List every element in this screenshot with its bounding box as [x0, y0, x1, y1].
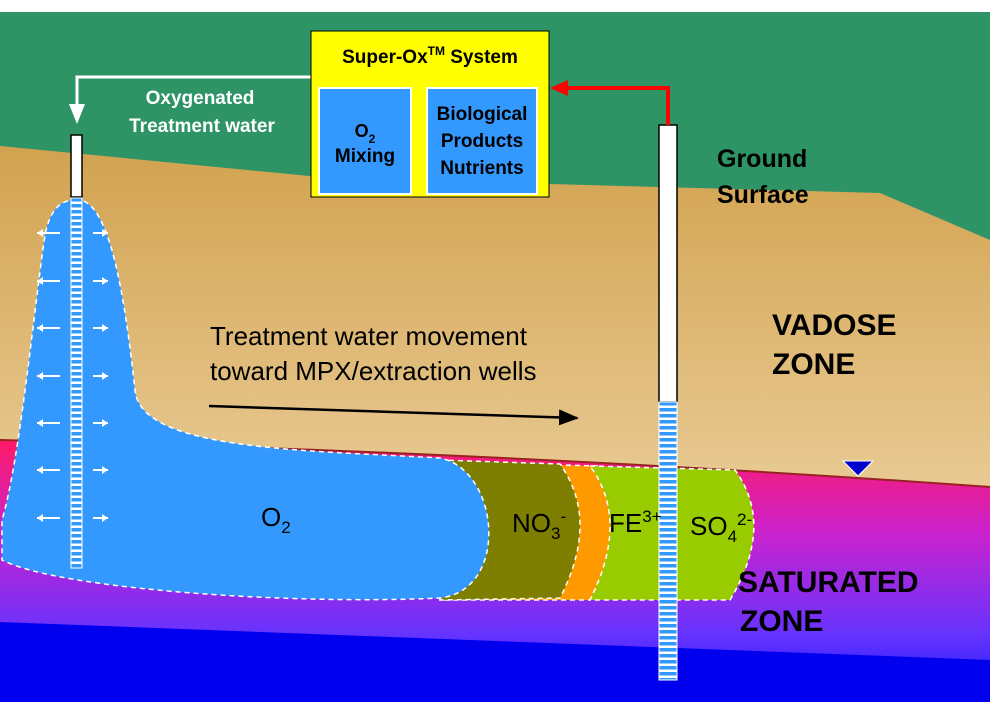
oxygenated-label-1: Oxygenated: [146, 88, 255, 109]
no3-zone-label: NO3-: [512, 507, 566, 543]
dispersion-arrow-head: [37, 277, 43, 285]
ground-surface-label-1: Ground: [717, 145, 807, 173]
oxygen-plume: [1, 199, 490, 601]
nutrients-line1: Biological: [437, 104, 528, 125]
ground-surface-label-2: Surface: [717, 181, 809, 209]
saturated-zone-label-2: ZONE: [740, 605, 823, 638]
feed-arrowhead: [550, 80, 568, 96]
nutrients-box: [426, 87, 538, 195]
oxygenated-label-2: Treatment water: [129, 116, 275, 137]
dispersion-arrow-head: [37, 514, 43, 522]
dispersion-arrow-head: [102, 466, 108, 474]
deep-aquifer: [0, 622, 990, 702]
vadose-zone-label-2: ZONE: [772, 348, 855, 381]
saturated-zone-label-1: SATURATED: [738, 566, 919, 599]
injection-well-screen: [70, 197, 83, 569]
movement-label-2: toward MPX/extraction wells: [210, 356, 537, 386]
movement-label-1: Treatment water movement: [210, 321, 528, 351]
o2-mixing-box: [318, 87, 412, 195]
dispersion-arrow-head: [37, 372, 43, 380]
dispersion-arrow-head: [37, 324, 43, 332]
dispersion-arrow-head: [102, 372, 108, 380]
dispersion-arrows: [37, 229, 108, 522]
injection-arrowhead: [69, 104, 85, 124]
nutrients-line3: Nutrients: [440, 158, 523, 179]
so4-zone-label: SO42-: [690, 510, 752, 546]
dispersion-arrow-head: [37, 419, 43, 427]
dispersion-arrow-head: [37, 229, 43, 237]
dispersion-arrow-head: [102, 419, 108, 427]
system-title: Super-OxTM System: [342, 44, 518, 68]
vadose-zone-label-1: VADOSE: [772, 309, 896, 342]
dispersion-arrow-head: [102, 324, 108, 332]
extraction-well-casing: [658, 124, 678, 403]
o2-mixing-line1: O2: [355, 121, 376, 146]
movement-arrow: [208, 404, 579, 426]
o2-mixing-line2: Mixing: [335, 146, 395, 167]
water-table-icon: [841, 460, 875, 477]
dispersion-arrow-head: [102, 514, 108, 522]
injection-well-casing: [70, 134, 83, 198]
dispersion-arrow-head: [102, 229, 108, 237]
o2-zone-label: O2: [261, 502, 291, 537]
extraction-feed-line: [555, 86, 670, 125]
nutrients-line2: Products: [441, 131, 523, 152]
fe-zone-label: FE3+: [609, 507, 662, 538]
dispersion-arrow-head: [37, 466, 43, 474]
extraction-well-screen: [658, 401, 678, 681]
injection-feed-line: [75, 75, 312, 108]
dispersion-arrow-head: [102, 277, 108, 285]
